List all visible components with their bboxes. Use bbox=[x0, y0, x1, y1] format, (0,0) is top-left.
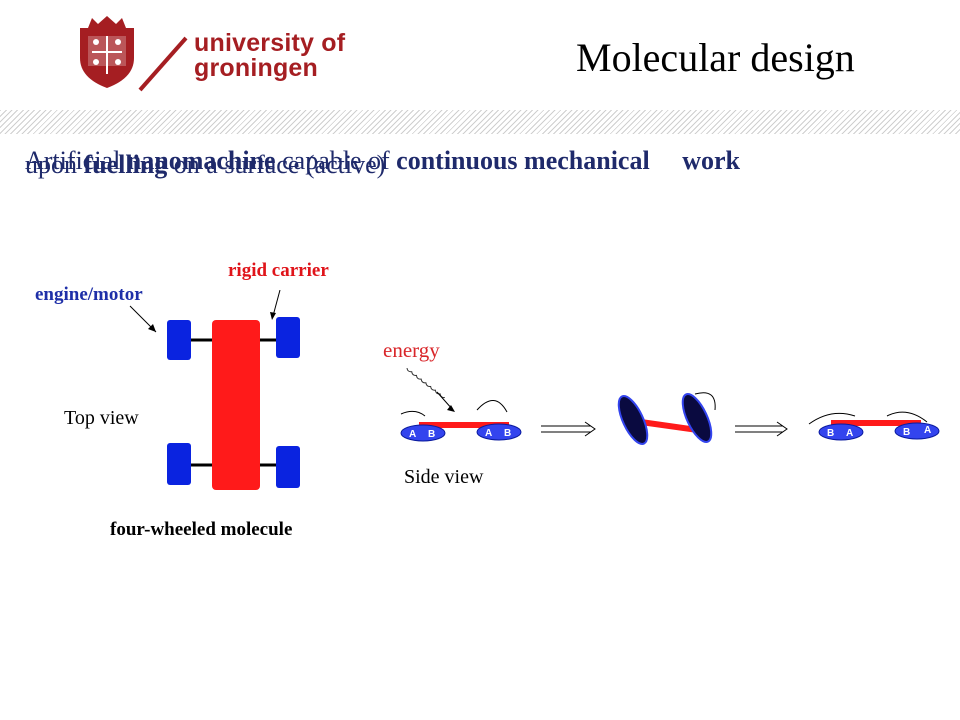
wheel-letter: B bbox=[428, 429, 435, 440]
energy-label: energy bbox=[383, 338, 440, 362]
university-crest-icon bbox=[80, 16, 134, 88]
subtitle-text-5: on a surface (active) bbox=[167, 150, 386, 179]
transition-arrow bbox=[776, 421, 788, 437]
wheel-letter: A bbox=[485, 428, 492, 439]
logo-line-2: groningen bbox=[194, 54, 319, 82]
wheel-state-1b bbox=[476, 423, 522, 441]
four-wheeled-caption: four-wheeled molecule bbox=[110, 519, 293, 540]
wheel-state-3a bbox=[818, 423, 864, 441]
university-logo: university of groningen bbox=[72, 12, 362, 92]
side-view-label: Side view bbox=[404, 466, 484, 488]
subtitle-bold-2: continuous mechanical bbox=[396, 146, 650, 175]
wheel-letter: A bbox=[846, 428, 853, 439]
wheel-letter: B bbox=[903, 427, 910, 438]
arrow-head bbox=[148, 324, 156, 332]
subtitle-text-4: upon bbox=[25, 150, 84, 179]
carrier-state-1 bbox=[419, 422, 509, 428]
rotation-arrow bbox=[400, 410, 426, 417]
subtitle-text-2: capable of bbox=[275, 146, 397, 175]
rotation-arrow bbox=[808, 412, 856, 425]
wheel-state-2b bbox=[681, 393, 713, 443]
subtitle-bold-3: work bbox=[682, 146, 740, 175]
wheel-state-3b bbox=[894, 422, 940, 440]
transition-arrow bbox=[584, 421, 596, 437]
engine-motor-label: engine/motor bbox=[35, 284, 143, 305]
motor-wheel-front-right bbox=[276, 317, 300, 358]
motor-wheel-rear-right bbox=[276, 446, 300, 488]
slide-subtitle: Artificial nanomachine capable of contin… bbox=[25, 111, 955, 177]
subtitle-bold-4: fuelling bbox=[83, 150, 168, 179]
wheel-letter: A bbox=[924, 425, 931, 436]
subtitle-bold-1: nanomachine bbox=[126, 146, 276, 175]
motor-wheel-front-left bbox=[167, 320, 191, 360]
title-band bbox=[0, 110, 960, 134]
top-view-diagram bbox=[129, 290, 300, 490]
subtitle-text-1: Artificial bbox=[25, 146, 127, 175]
rigid-carrier bbox=[212, 320, 260, 490]
slide-title: Molecular design bbox=[576, 35, 855, 80]
carrier-state-3 bbox=[831, 420, 921, 426]
wheel-letter: A bbox=[409, 429, 416, 440]
motor-wheel-rear-left bbox=[167, 443, 191, 485]
logo-slash-icon bbox=[138, 36, 188, 92]
top-view-label: Top view bbox=[64, 407, 139, 429]
rotation-arrow bbox=[886, 411, 928, 423]
rigid-carrier-label: rigid carrier bbox=[228, 260, 329, 281]
subtitle-gap bbox=[650, 146, 683, 175]
side-view-diagram: A B A B B A B A bbox=[400, 367, 940, 445]
logo-line-1: university of bbox=[194, 29, 346, 57]
wheel-state-1a bbox=[400, 424, 446, 442]
rotation-arrow bbox=[694, 392, 716, 411]
slide-subtitle-line-2: upon fuelling on a surface (active) bbox=[25, 148, 385, 181]
arrow-head bbox=[270, 312, 276, 320]
wheel-state-2a bbox=[617, 395, 649, 445]
wheel-letter: B bbox=[504, 428, 511, 439]
wheel-letter: B bbox=[827, 428, 834, 439]
arrow-line bbox=[272, 290, 281, 317]
rotation-arrow bbox=[476, 400, 508, 413]
arrow-head bbox=[447, 405, 455, 412]
